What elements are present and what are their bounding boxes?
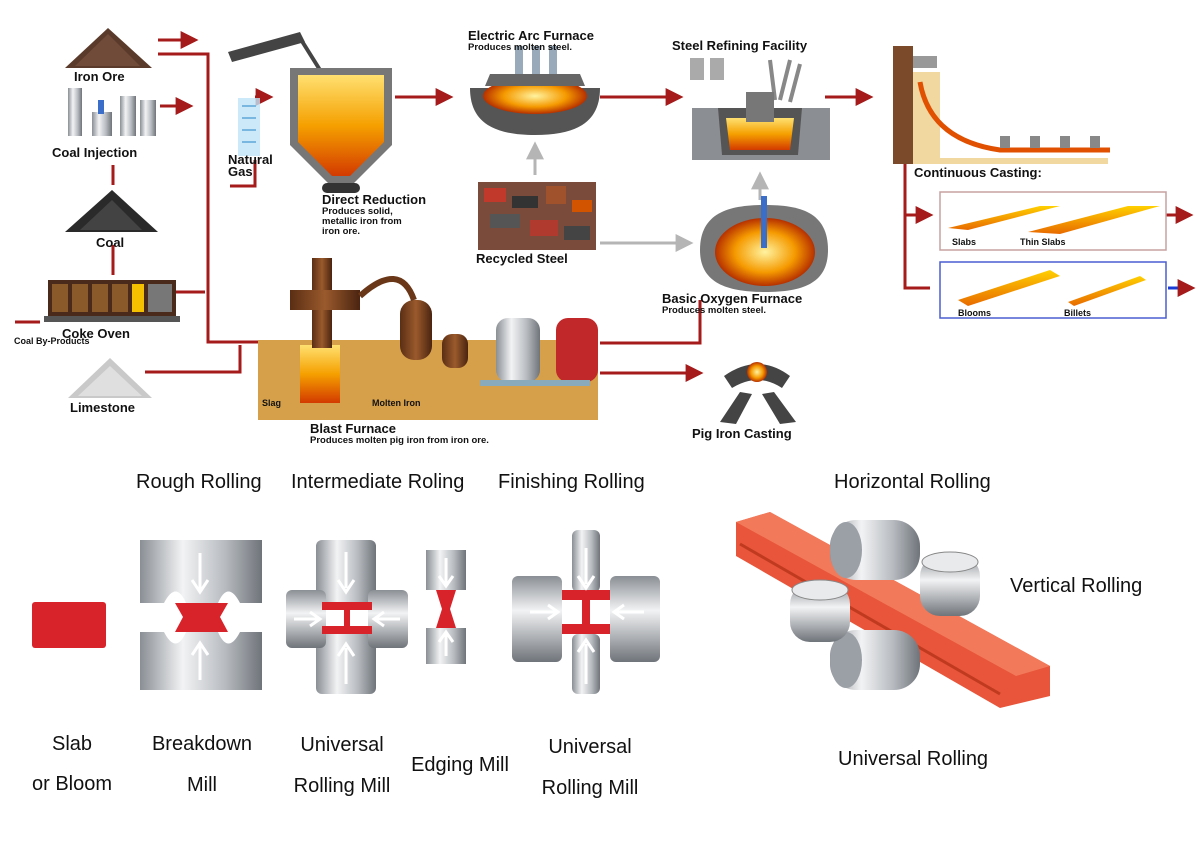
flow-lines [15, 31, 1196, 382]
label-recycled-steel: Recycled Steel [476, 251, 568, 266]
blast-furnace-desc: Produces molten pig iron from iron ore. [310, 435, 489, 446]
slab-or-bloom-shape [32, 602, 106, 648]
direct-reduction-title: Direct Reduction [322, 192, 427, 207]
breakdown-mill [140, 540, 262, 690]
electric-arc-furnace [470, 46, 600, 135]
label-finishing-rolling: Finishing Rolling [498, 471, 645, 493]
label-coke-oven: Coke Oven [62, 326, 130, 341]
label-breakdown-line1: Breakdown [151, 733, 253, 755]
coke-oven [44, 280, 180, 322]
electric-arc-furnace-title: Electric Arc Furnace [468, 28, 594, 43]
label-universal-rolling: Universal Rolling [838, 748, 989, 770]
recycled-steel-pile [478, 182, 596, 250]
universal-rolling-mill-2 [512, 530, 660, 694]
label-billets: Billets [1064, 308, 1092, 318]
universal-rolling-mill-1 [286, 540, 408, 694]
basic-oxygen-furnace-desc: Produces molten steel. [662, 305, 767, 316]
label-slab-line2: or Bloom [31, 773, 113, 795]
direct-reduction-desc: Produces solid, metallic iron from iron … [322, 206, 402, 237]
steel-refining-vessel [690, 58, 830, 160]
label-slab-line1: Slab [51, 733, 93, 755]
label-intermediate-rolling: Intermediate Roling [291, 471, 465, 493]
blast-furnace [258, 258, 598, 420]
label-coal-injection: Coal Injection [52, 145, 138, 160]
basic-oxygen-furnace-title: Basic Oxygen Furnace [662, 291, 803, 306]
label-pig-iron-casting: Pig Iron Casting [692, 426, 792, 441]
bloom-product [958, 270, 1060, 306]
blast-furnace-title: Blast Furnace [310, 421, 396, 436]
label-iron-ore: Iron Ore [74, 69, 125, 84]
conveyor [228, 32, 322, 72]
label-breakdown-line2: Mill [187, 774, 217, 796]
label-slag: Slag [262, 398, 282, 408]
label-universal2-line2: Rolling Mill [541, 777, 639, 799]
label-steel-refining: Steel Refining Facility [672, 38, 808, 53]
pig-iron-casting-machine [720, 362, 796, 424]
label-coal: Coal [96, 235, 125, 250]
coal-pile [65, 190, 158, 232]
label-slabs: Slabs [952, 237, 977, 247]
thin-slab-product [1028, 206, 1160, 234]
label-molten-iron: Molten Iron [372, 398, 421, 408]
limestone-pile [68, 358, 152, 398]
label-continuous-casting: Continuous Casting: [914, 165, 1042, 180]
edging-mill [426, 550, 466, 664]
slab-product [948, 206, 1060, 230]
natural-gas-column [238, 98, 260, 156]
label-coal-byproducts: Coal By-Products [14, 336, 90, 346]
label-universal1-line2: Rolling Mill [293, 775, 391, 797]
label-rough-rolling: Rough Rolling [136, 471, 262, 493]
coal-injection-plant [68, 88, 156, 136]
direct-reduction-furnace [290, 68, 392, 193]
label-universal2-line1: Universal [548, 736, 632, 758]
label-natural-gas: Natural Gas [228, 152, 273, 179]
label-universal1-line1: Universal [300, 734, 384, 756]
electric-arc-furnace-desc: Produces molten steel. [468, 42, 573, 53]
iron-ore-pile [65, 28, 152, 68]
label-horizontal-rolling: Horizontal Rolling [834, 471, 991, 493]
label-vertical-rolling: Vertical Rolling [1010, 575, 1143, 597]
label-blooms: Blooms [958, 308, 992, 318]
billet-product [1068, 276, 1146, 306]
continuous-caster [893, 46, 1110, 164]
universal-rolling-3d [736, 512, 1050, 708]
basic-oxygen-furnace [700, 196, 828, 292]
label-thin-slabs: Thin Slabs [1020, 237, 1066, 247]
label-edging-mill: Edging Mill [411, 754, 509, 776]
blooms-panel [939, 261, 1167, 319]
label-limestone: Limestone [70, 400, 136, 415]
